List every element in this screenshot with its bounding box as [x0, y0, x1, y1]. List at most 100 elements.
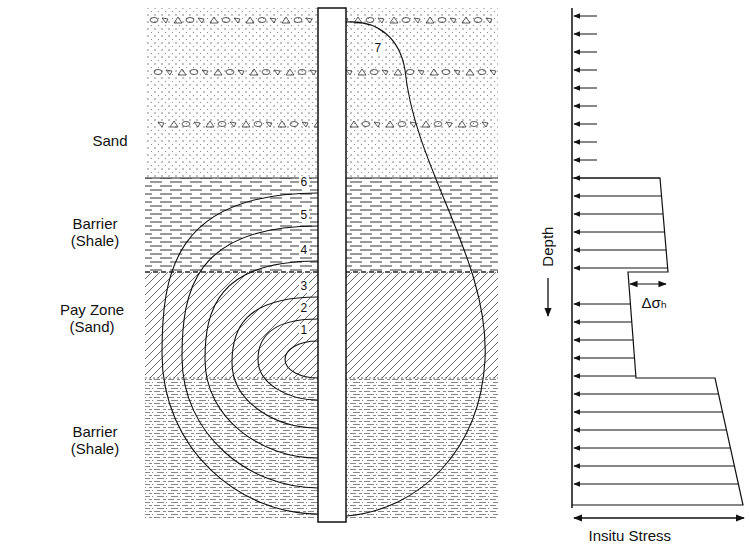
stress-arrow — [574, 484, 738, 485]
gravel-stroke — [386, 121, 394, 127]
stress-arrow — [574, 178, 660, 179]
gravel-stroke — [478, 70, 486, 75]
callout-number: 2 — [299, 302, 310, 315]
axis-label: Insitu Stress — [589, 527, 672, 544]
gravel-stroke — [378, 18, 384, 23]
layer-label: Pay Zone (Sand) — [56, 301, 128, 336]
gravel-stroke — [350, 121, 358, 127]
callout-number: 6 — [299, 176, 310, 189]
fracture-contour — [346, 22, 485, 516]
gravel-stroke — [358, 69, 366, 75]
stress-arrow — [574, 124, 597, 125]
gravel-stroke — [182, 122, 190, 127]
gravel-stroke — [430, 69, 438, 75]
gravel-stroke — [382, 70, 388, 75]
fracture-contour — [285, 341, 318, 378]
gravel-stroke — [270, 18, 276, 23]
stress-arrow — [574, 196, 662, 197]
gravel-stroke — [462, 17, 470, 23]
gravel-stroke — [410, 122, 416, 127]
gravel-stroke — [258, 18, 266, 23]
gravel-stroke — [194, 122, 200, 127]
gravel-stroke — [306, 18, 312, 23]
stress-arrow — [574, 232, 665, 233]
gravel-stroke — [206, 121, 214, 127]
gravel-stroke — [218, 122, 226, 127]
gravel-stroke — [490, 70, 496, 75]
gravel-stroke — [162, 18, 168, 23]
gravel-stroke — [398, 122, 406, 127]
gravel-stroke — [486, 18, 492, 23]
stress-contrast-arrow — [630, 283, 666, 284]
stress-arrow — [574, 70, 597, 71]
stress-arrow — [574, 376, 636, 377]
gravel-stroke — [470, 122, 478, 127]
depth-arrow — [547, 278, 548, 316]
gravel-stroke — [458, 121, 466, 127]
stress-arrow — [574, 322, 632, 323]
gravel-stroke — [374, 122, 380, 127]
gravel-stroke — [422, 121, 430, 127]
gravel-stroke — [214, 69, 222, 75]
stress-arrow — [574, 430, 726, 431]
gravel-stroke — [238, 70, 244, 75]
gravel-stroke — [158, 122, 164, 127]
gravel-stroke — [166, 70, 172, 75]
gravel-stroke — [230, 122, 236, 127]
gravel-stroke — [290, 122, 298, 127]
gravel-stroke — [246, 17, 254, 23]
gravel-stroke — [390, 17, 398, 23]
stress-arrow — [574, 106, 597, 107]
gravel-stroke — [278, 121, 286, 127]
gravel-stroke — [190, 70, 198, 75]
fracture-contour — [182, 226, 318, 488]
depth-axis — [571, 8, 573, 508]
gravel-stroke — [198, 18, 204, 23]
wellbore — [318, 8, 346, 522]
stress-axis-arrow — [574, 517, 744, 518]
stress-arrow — [574, 394, 719, 395]
gravel-stroke — [310, 70, 316, 75]
stress-outline — [572, 178, 743, 505]
gravel-stroke — [370, 70, 378, 75]
stress-arrow — [574, 268, 668, 269]
gravel-stroke — [250, 69, 258, 75]
strata-column — [145, 8, 498, 522]
stress-arrow — [574, 358, 634, 359]
callout-number: 7 — [373, 42, 384, 55]
gravel-stroke — [418, 70, 424, 75]
stress-arrows — [574, 16, 738, 484]
layer-label: Barrier (Shale) — [59, 423, 131, 458]
stress-arrow — [574, 304, 630, 305]
gravel-stroke — [474, 18, 482, 23]
gravel-stroke — [402, 18, 410, 23]
axis-label: Depth — [539, 226, 556, 266]
gravel-stroke — [286, 69, 294, 75]
stress-arrow — [574, 52, 597, 53]
stress-arrow — [574, 88, 597, 89]
gravel-stroke — [442, 70, 450, 75]
callout-number: 4 — [299, 244, 310, 257]
callout-number: 1 — [299, 324, 310, 337]
gravel-stroke — [254, 122, 262, 127]
gravel-stroke — [466, 69, 474, 75]
gravel-stroke — [406, 70, 414, 75]
layer-label: Barrier (Shale) — [59, 215, 131, 250]
callout-number: 3 — [299, 280, 310, 293]
gravel-stroke — [242, 121, 250, 127]
gravel-stroke — [434, 122, 442, 127]
gravel-stroke — [234, 18, 240, 23]
gravel-stroke — [298, 70, 306, 75]
stress-arrow — [574, 214, 663, 215]
layer-label: Sand — [93, 132, 128, 149]
gravel-stroke — [282, 17, 290, 23]
stress-arrow — [574, 340, 633, 341]
gravel-stroke — [174, 17, 182, 23]
gravel-stroke — [438, 18, 446, 23]
fracture-contour — [162, 193, 318, 514]
gravel-stroke — [274, 70, 280, 75]
gravel-stroke — [150, 18, 158, 23]
gravel-stroke — [226, 70, 234, 75]
gravel-stroke — [394, 69, 402, 75]
